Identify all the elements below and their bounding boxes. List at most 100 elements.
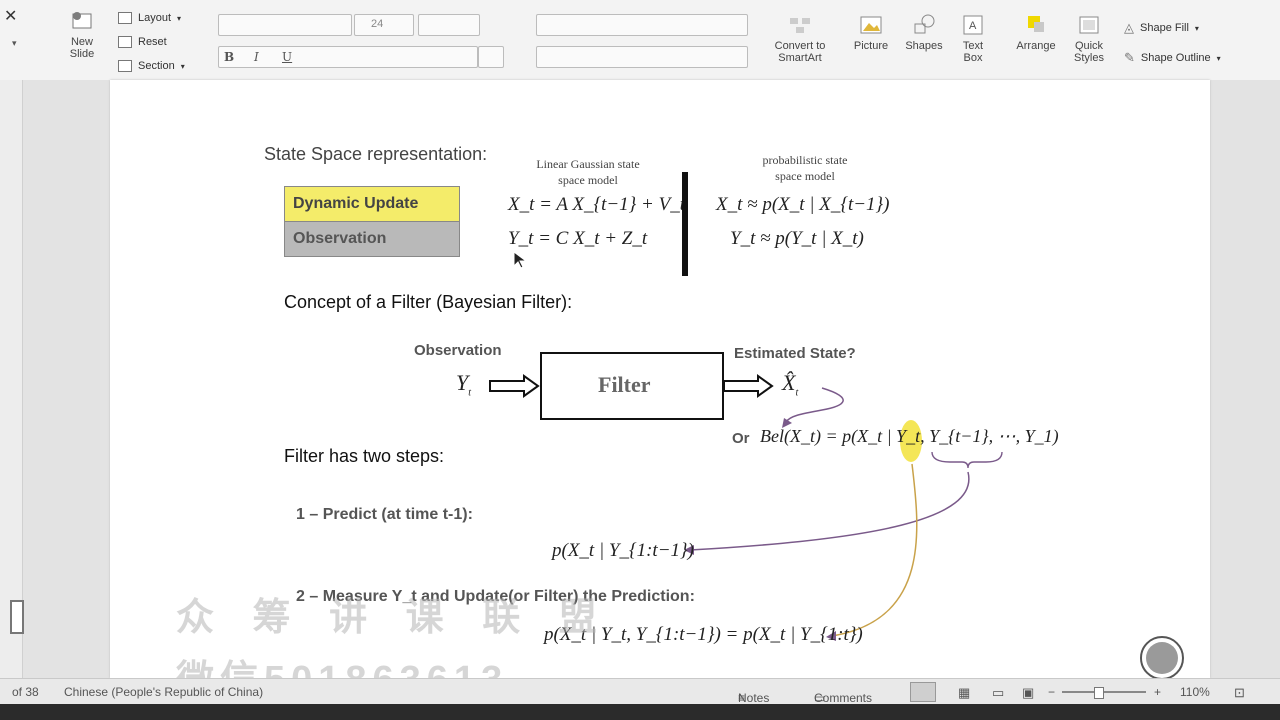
quick-styles-label: Quick Styles	[1074, 40, 1104, 64]
record-button[interactable]	[1140, 636, 1184, 680]
predict-arrow	[689, 471, 970, 551]
curved-arrow-estimate-head	[782, 418, 792, 428]
picture-button[interactable]: Picture	[848, 14, 894, 52]
shapes-label: Shapes	[905, 40, 943, 52]
font-grow-shrink[interactable]	[418, 14, 480, 36]
paragraph-row-2	[536, 46, 748, 68]
prob-caption-line2: space model	[775, 169, 835, 183]
shape-outline-button[interactable]: ✎ Shape Outline ▾	[1124, 50, 1221, 66]
linear-y-equation: Y_t = C X_t + Z_t	[508, 228, 648, 249]
notes-icon: ≡	[738, 691, 746, 705]
shapes-button[interactable]: Shapes	[900, 14, 948, 52]
shape-fill-label: Shape Fill	[1140, 22, 1189, 34]
new-slide-button[interactable]: New Slide	[58, 10, 106, 60]
cursor-icon	[513, 251, 528, 269]
language-indicator[interactable]: Chinese (People's Republic of China)	[64, 685, 264, 699]
arrange-icon	[1028, 16, 1044, 32]
prob-x-equation: X_t ≈ p(X_t | X_{t−1})	[716, 194, 890, 215]
zoom-slider-thumb[interactable]	[1094, 687, 1104, 699]
update-arrow	[831, 463, 918, 637]
comments-label: Comments	[814, 691, 873, 705]
linear-caption-line2: space model	[558, 173, 618, 187]
bel-equation: Bel(X_t) = p(X_t | Y_t, Y_{t−1}, ⋯, Y_1)	[760, 426, 1059, 446]
font-color-button[interactable]	[478, 46, 504, 68]
observation-label: Observation	[414, 342, 502, 359]
update-equation: p(X_t | Y_t, Y_{1:t−1}) = p(X_t | Y_{1:t…	[544, 624, 863, 645]
input-arrow	[489, 374, 540, 398]
fit-window-icon[interactable]: ⊡	[1234, 685, 1245, 700]
record-dot-icon	[1146, 642, 1178, 674]
arrange-label: Arrange	[1016, 40, 1056, 52]
thumbnail-pane-edge	[0, 80, 24, 678]
filter-output-x-text: X̂	[782, 370, 796, 395]
ribbon-toolbar: ✕ ▾ New Slide Layout ▾ Reset Section ▾ 2…	[0, 0, 1280, 81]
text-box-label: Text Box	[962, 40, 984, 64]
smartart-icon	[790, 18, 810, 33]
pen-icon: ✎	[1124, 50, 1135, 65]
linear-caption-line1: Linear Gaussian state	[536, 157, 640, 171]
taskbar	[0, 704, 1280, 720]
new-slide-label: New Slide	[69, 36, 95, 60]
x-icon[interactable]: ✕	[4, 8, 18, 25]
new-slide-icon	[72, 12, 92, 29]
slide-counter: of 38	[12, 685, 39, 699]
text-box-icon: A	[963, 15, 983, 35]
zoom-out-button[interactable]: −	[1048, 685, 1056, 699]
paragraph-row-1	[536, 14, 748, 36]
status-bar: of 38 Chinese (People's Republic of Chin…	[0, 678, 1280, 705]
concept-title: Concept of a Filter (Bayesian Filter):	[284, 292, 573, 312]
picture-label: Picture	[853, 40, 889, 52]
or-label: Or	[732, 430, 750, 447]
reading-view-icon[interactable]: ▭	[992, 685, 1005, 700]
dynamic-update-label: Dynamic Update	[293, 195, 419, 212]
slideshow-icon[interactable]: ▣	[1022, 685, 1035, 700]
filter-block: Filter	[540, 352, 724, 420]
section-button[interactable]: Section ▾	[118, 60, 185, 72]
slide[interactable]: State Space representation: Dynamic Upda…	[110, 80, 1210, 680]
paint-bucket-icon: ◬	[1124, 20, 1134, 35]
zoom-slider[interactable]	[1062, 691, 1146, 693]
filter-input-y-text: Y	[456, 370, 469, 395]
chevron-down-icon: ▾	[1216, 53, 1221, 63]
zoom-in-button[interactable]: +	[1154, 685, 1162, 699]
italic-button[interactable]: I	[254, 50, 259, 64]
convert-smartart-button[interactable]: Convert to SmartArt	[768, 14, 832, 64]
vertical-divider	[682, 172, 688, 276]
font-name-field[interactable]	[218, 14, 352, 36]
thumbnail-frame[interactable]	[10, 600, 24, 634]
normal-view-button[interactable]	[910, 682, 936, 702]
layout-button[interactable]: Layout ▾	[118, 12, 181, 24]
zoom-level[interactable]: 110%	[1180, 685, 1210, 699]
shape-fill-button[interactable]: ◬ Shape Fill ▾	[1124, 20, 1199, 36]
step1-label: 1 – Predict (at time t-1):	[296, 506, 473, 523]
reset-button[interactable]: Reset	[118, 36, 167, 48]
prob-caption-line1: probabilistic state	[762, 153, 848, 167]
bold-button[interactable]: B	[224, 50, 235, 64]
chevron-down-icon: ▾	[177, 13, 182, 23]
slide-sorter-icon[interactable]: ▦	[958, 685, 971, 700]
comments-icon: ▭	[814, 691, 826, 705]
font-size-value: 24	[371, 18, 384, 30]
annotation-curves	[684, 387, 1003, 641]
shapes-icon	[914, 14, 935, 34]
quick-styles-button[interactable]: Quick Styles	[1068, 14, 1110, 64]
prob-caption: probabilistic state space model	[738, 152, 872, 184]
arrange-button[interactable]: Arrange	[1010, 14, 1062, 52]
ssr-title: State Space representation:	[264, 144, 488, 164]
font-size-field[interactable]: 24	[354, 14, 414, 36]
linear-caption: Linear Gaussian state space model	[518, 156, 658, 188]
chevron-down-icon: ▾	[180, 61, 185, 71]
linear-x-equation: X_t = A X_{t−1} + V_t	[508, 194, 685, 215]
brace	[931, 451, 1003, 469]
underline-button[interactable]: U	[282, 50, 293, 64]
shape-outline-label: Shape Outline	[1140, 52, 1211, 64]
predict-equation: p(X_t | Y_{1:t−1})	[552, 540, 694, 561]
filter-input-y: Yt	[456, 370, 472, 399]
reset-label: Reset	[138, 36, 167, 48]
filter-block-label: Filter	[598, 372, 651, 397]
dropdown-icon[interactable]: ▾	[12, 38, 17, 48]
layout-label: Layout	[138, 12, 172, 24]
text-box-button[interactable]: A Text Box	[954, 14, 992, 64]
bel-highlight	[900, 420, 922, 462]
step2-label: 2 – Measure Y_t and Update(or Filter) th…	[296, 588, 695, 605]
